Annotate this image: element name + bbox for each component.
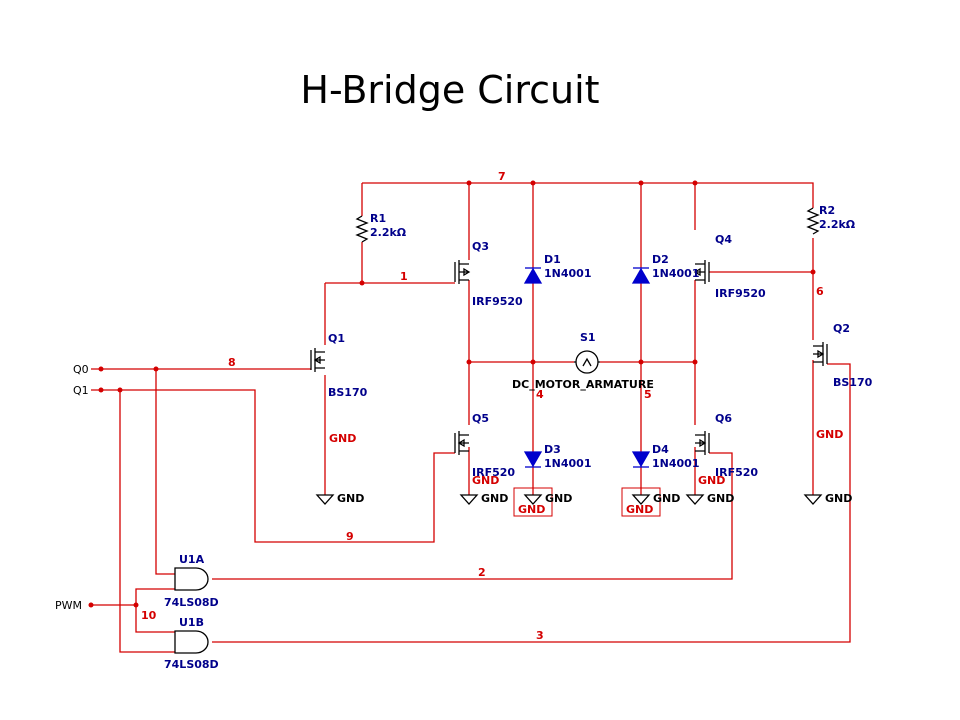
u1a-part: 74LS08D (164, 596, 219, 609)
resistor-r1 (355, 215, 369, 243)
gnd-label-2: GND (481, 492, 508, 505)
u1a-ref: U1A (179, 553, 205, 566)
q5-ref: Q5 (472, 412, 489, 425)
diode-d4 (631, 451, 651, 468)
gnd-label-q5-red: GND (472, 474, 499, 487)
and-gate-u1a (174, 567, 209, 591)
gnd-label-6: GND (825, 492, 852, 505)
diode-d3 (523, 451, 543, 468)
gnd-label-3: GND (545, 492, 572, 505)
gnd-label-5: GND (707, 492, 734, 505)
mosfet-q1 (310, 348, 325, 372)
q5-part: IRF520 (472, 466, 515, 479)
net-label-1: 1 (400, 270, 408, 283)
mosfet-q5 (454, 431, 469, 455)
q2-ref: Q2 (833, 322, 850, 335)
q4-part: IRF9520 (715, 287, 766, 300)
ground-symbols (315, 487, 823, 517)
gnd-label-4: GND (653, 492, 680, 505)
d3-part: 1N4001 (544, 457, 591, 470)
d4-part: 1N4001 (652, 457, 699, 470)
q2-part: BS170 (833, 376, 873, 389)
d2-part: 1N4001 (652, 267, 699, 280)
r2-ref: R2 (819, 204, 835, 217)
d4-ref: D4 (652, 443, 669, 456)
diode-d1 (523, 267, 543, 284)
motor-s1 (574, 350, 600, 374)
mosfet-q6 (695, 431, 710, 455)
r1-value: 2.2kΩ (370, 226, 407, 239)
q6-ref: Q6 (715, 412, 732, 425)
junction-dots (88, 180, 816, 608)
diode-d2 (631, 267, 651, 284)
gnd-label-1: GND (337, 492, 364, 505)
resistor-r2 (806, 207, 820, 235)
net-label-5: 5 (644, 388, 652, 401)
u1b-ref: U1B (179, 616, 204, 629)
s1-part: DC_MOTOR_ARMATURE (512, 378, 654, 391)
net-label-10: 10 (141, 609, 157, 622)
q4-ref: Q4 (715, 233, 732, 246)
and-gate-u1b (174, 630, 209, 654)
mosfet-q2 (813, 342, 828, 366)
u1b-part: 74LS08D (164, 658, 219, 671)
s1-ref: S1 (580, 331, 596, 344)
d1-ref: D1 (544, 253, 561, 266)
q3-ref: Q3 (472, 240, 489, 253)
page-title: H-Bridge Circuit (300, 68, 600, 112)
net-label-2: 2 (478, 566, 486, 579)
r2-value: 2.2kΩ (819, 218, 856, 231)
port-q0: Q0 (73, 363, 89, 376)
gnd-label-q2-red: GND (816, 428, 843, 441)
d1-part: 1N4001 (544, 267, 591, 280)
r1-ref: R1 (370, 212, 386, 225)
net-label-4: 4 (536, 388, 544, 401)
wires (91, 182, 851, 653)
gnd-label-d3-red: GND (518, 503, 545, 516)
q1-part: BS170 (328, 386, 368, 399)
q3-part: IRF9520 (472, 295, 523, 308)
gnd-label-q6-red: GND (698, 474, 725, 487)
net-label-7: 7 (498, 170, 506, 183)
mosfet-q3 (454, 260, 471, 284)
net-label-3: 3 (536, 629, 544, 642)
mosfet-q4 (693, 260, 710, 284)
net-label-8: 8 (228, 356, 236, 369)
d2-ref: D2 (652, 253, 669, 266)
net-label-6: 6 (816, 285, 824, 298)
port-pwm: PWM (55, 599, 82, 612)
net-label-9: 9 (346, 530, 354, 543)
q6-part: IRF520 (715, 466, 758, 479)
d3-ref: D3 (544, 443, 561, 456)
gnd-label-d4-red: GND (626, 503, 653, 516)
port-q1: Q1 (73, 384, 89, 397)
q1-ref: Q1 (328, 332, 345, 345)
gnd-label-q1-red: GND (329, 432, 356, 445)
